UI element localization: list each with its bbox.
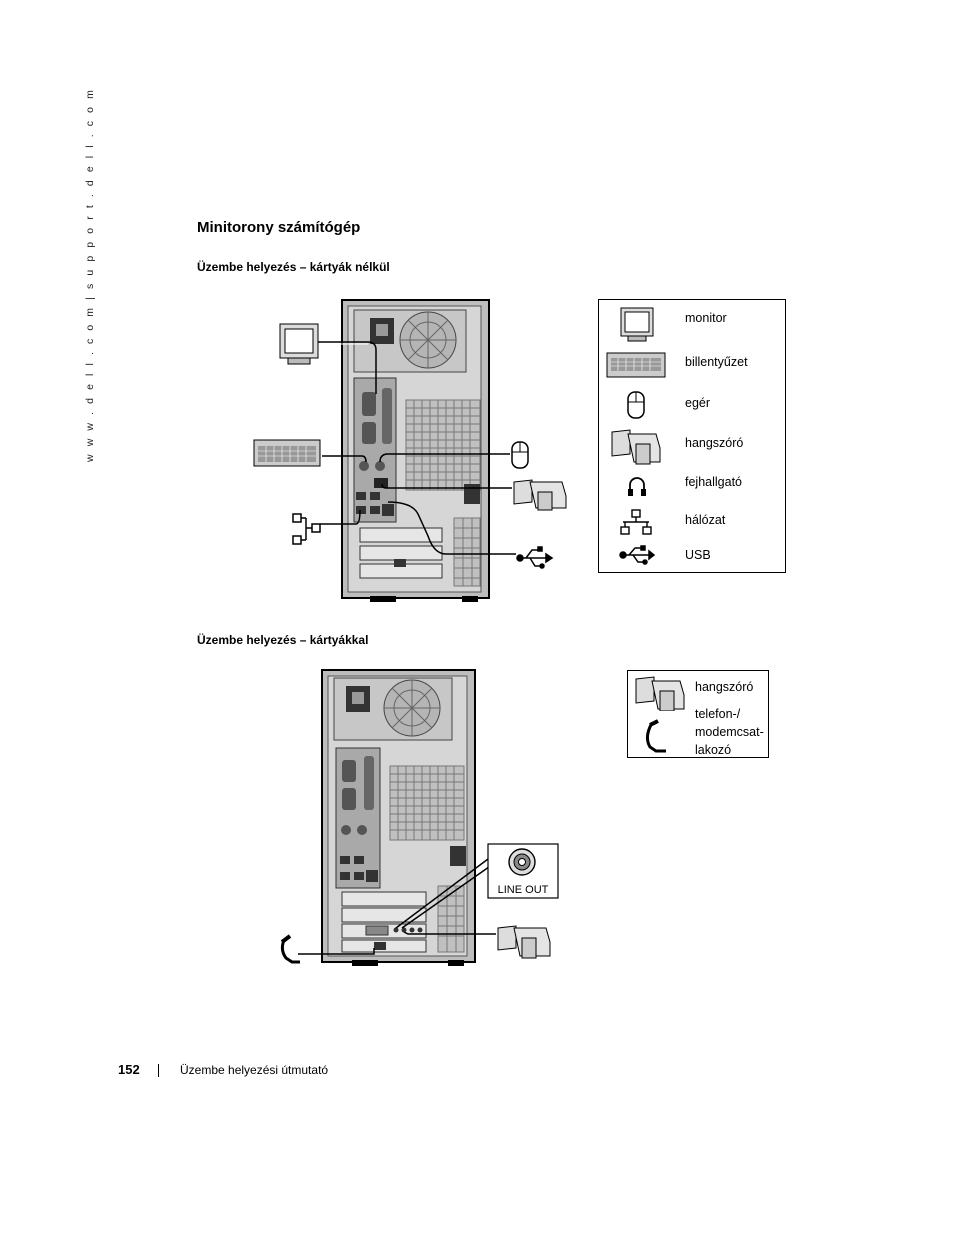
legend-speaker-icon	[611, 429, 661, 465]
legend-label-monitor: monitor	[685, 311, 727, 325]
legend-label-usb: USB	[685, 548, 711, 562]
footer-doc-title: Üzembe helyezési útmutató	[180, 1063, 329, 1077]
speaker-icon	[513, 479, 567, 511]
legend2-label-phone: telefon-/ modemcsat- lakozó	[695, 705, 764, 759]
sidebar-url-text: w w w . d e l l . c o m | s u p p o r t …	[84, 87, 96, 462]
speaker-icon	[497, 925, 551, 959]
legend-usb-icon	[619, 545, 655, 565]
usb-icon	[516, 546, 554, 569]
legend2-label-speaker: hangszóró	[695, 680, 754, 694]
legend-keyboard-icon	[606, 352, 666, 378]
keyboard-icon	[253, 439, 321, 467]
phone-icon	[280, 934, 300, 964]
line-out-callout: LINE OUT	[487, 843, 559, 899]
sidebar-url: w w w . d e l l . c o m | s u p p o r t …	[84, 88, 100, 462]
legend-label-keyboard: billentyűzet	[685, 355, 748, 369]
legend-headphones-icon	[628, 477, 646, 496]
section-title-no-cards: Üzembe helyezés – kártyák nélkül	[197, 260, 390, 274]
legend-speaker-icon	[635, 676, 685, 711]
legend2-label-phone-line1: telefon-/	[695, 707, 741, 721]
legend-no-cards: monitor billentyűzet egér hangszóró fejh…	[598, 299, 786, 573]
footer-separator	[158, 1064, 159, 1077]
legend-mouse-icon	[627, 391, 645, 419]
line-out-label: LINE OUT	[498, 884, 549, 896]
legend-monitor-icon	[620, 307, 654, 342]
legend2-label-phone-line3: lakozó	[695, 743, 732, 757]
legend-label-mouse: egér	[685, 396, 711, 410]
legend-with-cards: hangszóró telefon-/ modemcsat- lakozó	[627, 670, 769, 758]
legend2-label-phone-line2: modemcsat-	[695, 725, 764, 739]
legend-phone-icon	[645, 719, 666, 753]
legend-network-icon	[620, 509, 652, 535]
page-title: Minitorony számítógép	[197, 219, 361, 236]
network-icon	[292, 513, 321, 545]
monitor-icon	[279, 323, 319, 365]
section-title-with-cards: Üzembe helyezés – kártyákkal	[197, 633, 369, 647]
mouse-icon	[511, 441, 529, 469]
legend-label-headphones: fejhallgató	[685, 475, 742, 489]
legend-label-network: hálózat	[685, 513, 726, 527]
page-number: 152	[118, 1062, 140, 1077]
legend-label-speaker: hangszóró	[685, 436, 744, 450]
diagram-no-cards	[253, 299, 567, 602]
diagram-with-cards: LINE OUT	[280, 669, 559, 966]
